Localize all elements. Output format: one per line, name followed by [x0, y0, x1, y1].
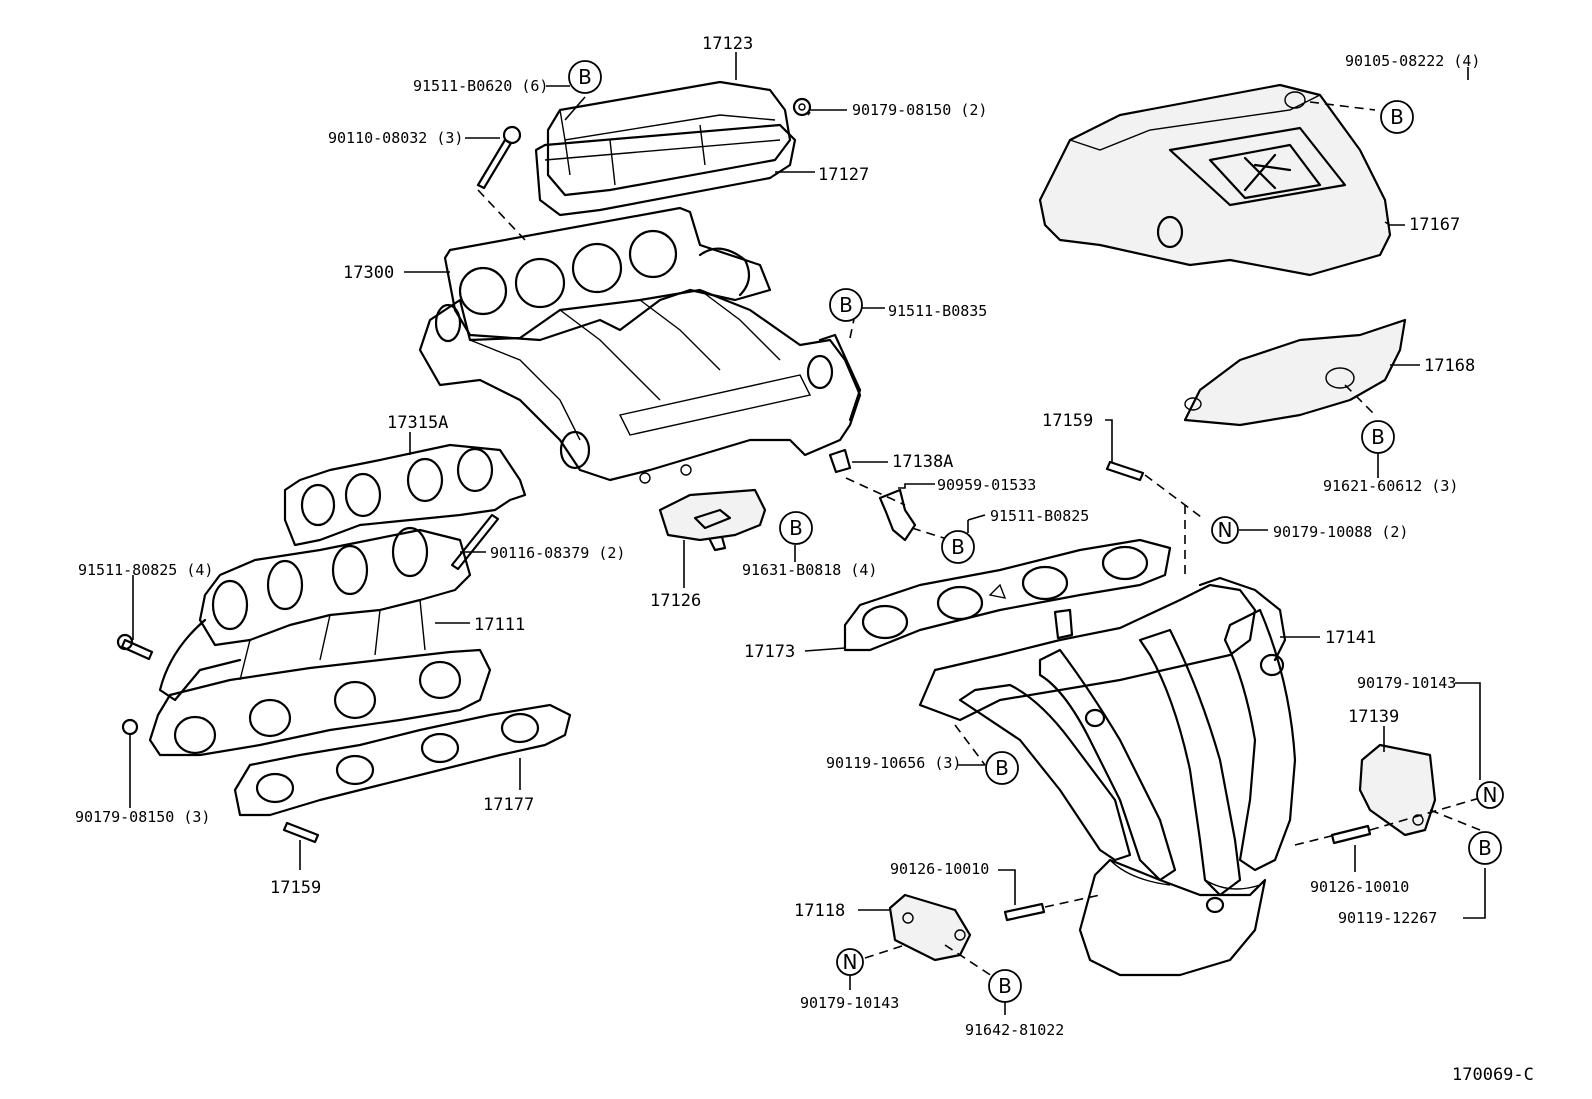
stud-17159-upper	[1105, 460, 1145, 482]
bolt-90110-08032	[476, 125, 522, 190]
label-17138A: 17138A	[892, 452, 953, 472]
leader-lines	[129, 52, 1486, 1015]
symbol-b-4: B	[1361, 420, 1395, 454]
svg-text:B: B	[1371, 425, 1385, 449]
svg-text:B: B	[995, 756, 1009, 780]
svg-text:N: N	[843, 950, 858, 974]
label-91621-60612: 91621-60612 (3)	[1323, 477, 1458, 495]
gasket-17173	[843, 538, 1172, 652]
label-90126-10010-left: 90126-10010	[890, 860, 989, 878]
exhaust-pipe-17141	[918, 576, 1297, 977]
label-17141: 17141	[1325, 628, 1376, 648]
label-17300: 17300	[343, 263, 394, 283]
symbol-b-9: B	[988, 969, 1022, 1003]
exhaust-manifold-17111	[148, 526, 492, 757]
stud-90126-10010-right	[1330, 824, 1372, 845]
symbol-b-7: B	[985, 751, 1019, 785]
engine-cover-17167	[1038, 83, 1392, 277]
symbol-n-2: N	[1476, 781, 1504, 809]
symbol-b-6: B	[941, 530, 975, 564]
svg-text:B: B	[789, 516, 803, 540]
label-90126-10010-right: 90126-10010	[1310, 878, 1409, 896]
label-90959-01533: 90959-01533	[937, 476, 1036, 494]
svg-text:N: N	[1218, 518, 1233, 542]
part-labels: 17123 91511-B0620 (6) 90179-08150 (2) 90…	[75, 34, 1534, 1085]
symbol-b-3: B	[829, 288, 863, 322]
label-90179-10088: 90179-10088 (2)	[1273, 523, 1408, 541]
bracket-17126	[658, 488, 767, 552]
label-17167: 17167	[1409, 215, 1460, 235]
svg-text:B: B	[998, 974, 1012, 998]
bracket-90959-01533	[878, 488, 917, 542]
svg-text:B: B	[1478, 836, 1492, 860]
label-17111: 17111	[474, 615, 525, 635]
label-90105-08222: 90105-08222 (4)	[1345, 52, 1480, 70]
label-17173: 17173	[744, 642, 795, 662]
label-90179-10143-right: 90179-10143	[1357, 674, 1456, 692]
bracket-17139	[1358, 743, 1437, 837]
stud-17159-lower	[282, 821, 320, 844]
svg-text:B: B	[1390, 105, 1404, 129]
heat-shield-17168	[1183, 318, 1407, 427]
gasket-17177	[233, 703, 572, 817]
svg-text:B: B	[578, 65, 592, 89]
nut-90179-08150	[792, 97, 812, 117]
svg-text:B: B	[951, 535, 965, 559]
label-17118: 17118	[794, 901, 845, 921]
label-17159-lower: 17159	[270, 878, 321, 898]
label-90179-10143-bottom: 90179-10143	[800, 994, 899, 1012]
svg-text:N: N	[1483, 783, 1498, 807]
label-17126: 17126	[650, 591, 701, 611]
label-17127: 17127	[818, 165, 869, 185]
label-91511-B0825: 91511-B0825	[990, 507, 1089, 525]
label-17177: 17177	[483, 795, 534, 815]
diagram-code: 170069-C	[1452, 1065, 1534, 1085]
symbol-b-2: B	[1380, 100, 1414, 134]
label-90179-08150-3: 90179-08150 (3)	[75, 808, 210, 826]
label-90119-12267: 90119-12267	[1338, 909, 1437, 927]
assembly-dashed-lines	[477, 101, 1491, 979]
label-91511-B0835: 91511-B0835	[888, 302, 987, 320]
label-90116-08379: 90116-08379 (2)	[490, 544, 625, 562]
label-91511-80825: 91511-80825 (4)	[78, 561, 213, 579]
bracket-17118	[888, 893, 972, 962]
symbol-b-5: B	[779, 511, 813, 545]
label-90179-08150-2: 90179-08150 (2)	[852, 101, 987, 119]
bolt-91511-80825	[116, 633, 154, 661]
label-17168: 17168	[1424, 356, 1475, 376]
label-91511-B0620: 91511-B0620 (6)	[413, 77, 548, 95]
symbol-n-3: N	[836, 948, 864, 976]
gasket-17315A	[283, 443, 527, 547]
part-17138A	[828, 448, 852, 474]
label-91631-B0818: 91631-B0818 (4)	[742, 561, 877, 579]
svg-text:B: B	[839, 293, 853, 317]
stud-90116-08379	[450, 513, 500, 571]
label-17315A: 17315A	[387, 413, 448, 433]
symbol-b-1: B	[568, 60, 602, 94]
label-90119-10656: 90119-10656 (3)	[826, 754, 961, 772]
intake-manifold-17300	[418, 206, 862, 484]
stud-90126-10010-left	[1003, 902, 1046, 922]
symbol-b-8: B	[1468, 831, 1502, 865]
symbol-n-1: N	[1211, 516, 1239, 544]
label-91642-81022: 91642-81022	[965, 1021, 1064, 1039]
label-90110-08032: 90110-08032 (3)	[328, 129, 463, 147]
label-17123: 17123	[702, 34, 753, 54]
nut-90179-08150-left	[121, 718, 139, 736]
label-17139: 17139	[1348, 707, 1399, 727]
label-17159-upper: 17159	[1042, 411, 1093, 431]
